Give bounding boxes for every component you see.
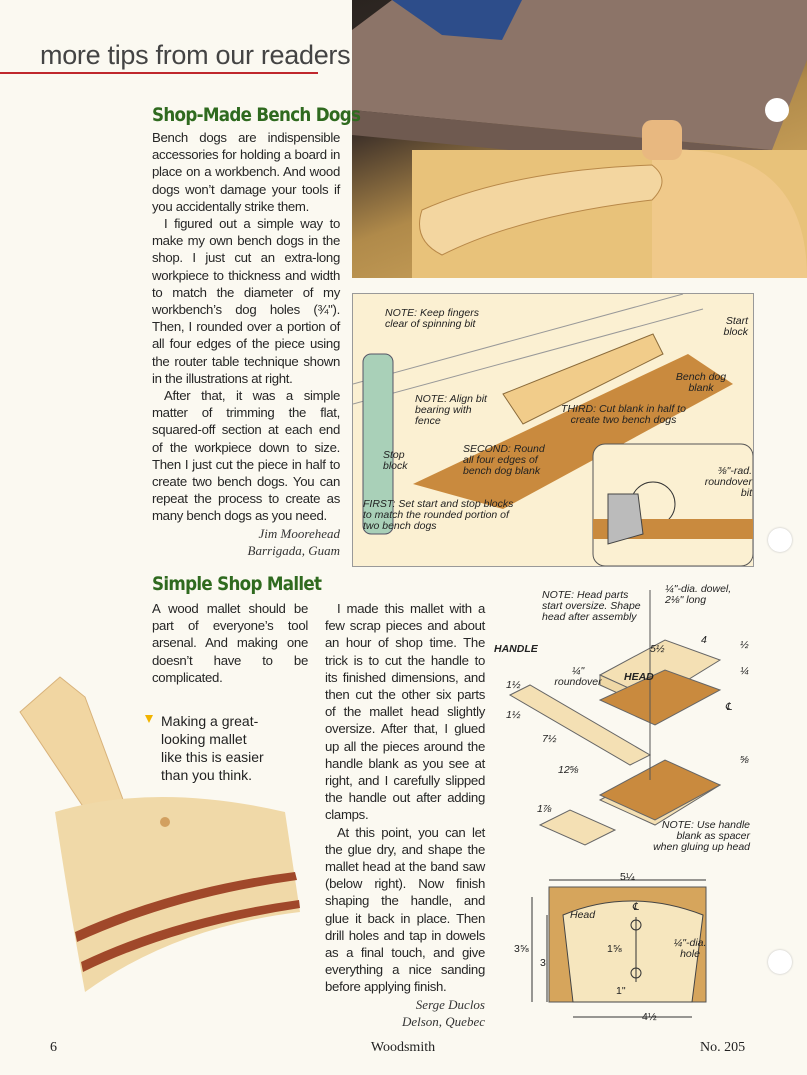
dim-label: ¼: [740, 665, 749, 677]
roundover-label: ¼" roundover: [554, 665, 602, 688]
paragraph: After that, it was a simple matter of tr…: [152, 388, 340, 524]
mallet-intro: A wood mallet should be part of everyone…: [152, 600, 308, 686]
height-label: 3: [540, 957, 546, 969]
hole-label: ¼"-dia. hole: [673, 937, 707, 960]
dim-label: ⅝: [740, 754, 749, 766]
punch-hole: [768, 528, 792, 552]
dowel-label: ¼"-dia. dowel, 2⅛" long: [665, 583, 732, 606]
dim-label: 1½: [506, 709, 521, 721]
centerline-label: ℄: [632, 901, 639, 913]
issue-number: No. 205: [700, 1040, 746, 1055]
third-step-label: THIRD: Cut blank in half to create two b…: [561, 403, 686, 426]
location: Delson, Quebec: [401, 1013, 485, 1029]
bench-dog-photo-art: [352, 0, 807, 278]
paragraph: I made this mallet with a few scrap piec…: [325, 601, 485, 823]
head-pattern-diagram: 5¼ Head ℄ 3⅝ 3 1⅝ ¼"-dia. hole 1" 4½: [510, 872, 740, 1032]
head-label: HEAD: [624, 671, 654, 683]
roundover-bit-label: ⅜"-rad. roundover bit: [704, 465, 752, 499]
dim-label: 7½: [542, 733, 557, 745]
page-number: 6: [50, 1040, 57, 1055]
paragraph: I figured out a simple way to make my ow…: [152, 216, 340, 386]
hole-spacing-label: 1⅝: [607, 943, 622, 955]
bench-dog-photo: [352, 0, 807, 278]
dim-label: 4: [701, 634, 707, 646]
location: Barrigada, Guam: [247, 542, 340, 558]
width-top-label: 5¼: [620, 871, 635, 883]
title-rule: [0, 72, 318, 74]
note-head-label: NOTE: Head parts start oversize. Shape h…: [542, 589, 641, 623]
start-block-label: Start block: [723, 315, 748, 338]
dim-label: 12⅝: [558, 764, 579, 776]
dim-label: 1⅞: [537, 803, 552, 815]
router-table-diagram: NOTE: Keep fingers clear of spinning bit…: [352, 293, 754, 567]
paragraph: A wood mallet should be part of everyone…: [152, 601, 308, 685]
handle-label: HANDLE: [494, 643, 538, 655]
triangle-pointer-icon: [145, 715, 153, 723]
mallet-photo-art: [19, 676, 300, 992]
dim-label: 5½: [650, 643, 665, 655]
dim-label: 1½: [506, 679, 521, 691]
second-step-label: SECOND: Round all four edges of bench do…: [463, 443, 545, 477]
caption-text: Making a great-looking mallet like this …: [161, 713, 264, 783]
router-table-art: [353, 294, 753, 566]
magazine-name: Woodsmith: [370, 1040, 436, 1055]
assembly-art: [508, 590, 722, 846]
note-spacer-label: NOTE: Use handle blank as spacer when gl…: [653, 819, 750, 853]
section-title: more tips from our readers: [40, 40, 351, 70]
total-height-label: 3⅝: [514, 943, 529, 955]
bench-dogs-heading: Shop-Made Bench Dogs: [152, 104, 361, 126]
mallet-signature: Serge Duclos Delson, Quebec: [325, 996, 485, 1030]
head-label: Head: [570, 909, 596, 921]
author: Jim Moorehead: [258, 525, 340, 541]
punch-hole: [768, 950, 792, 974]
note-align-label: NOTE: Align bit bearing with fence: [415, 393, 487, 427]
paragraph: At this point, you can let the glue dry,…: [325, 824, 485, 995]
bench-dogs-body: Bench dogs are indispensible accessories…: [152, 129, 340, 559]
bench-dog-blank-label: Bench dog blank: [675, 371, 727, 394]
bench-dogs-signature: Jim Moorehead Barrigada, Guam: [152, 525, 340, 559]
dim-label: ½: [740, 639, 749, 651]
mallet-photo: [15, 672, 310, 1002]
offset-label: 1": [616, 985, 626, 997]
first-step-label: FIRST: Set start and stop blocks to matc…: [363, 498, 514, 532]
author: Serge Duclos: [415, 996, 485, 1012]
mallet-caption: Making a great-looking mallet like this …: [145, 712, 270, 784]
paragraph: Bench dogs are indispensible accessories…: [152, 130, 340, 214]
note-fingers-label: NOTE: Keep fingers clear of spinning bit: [385, 307, 479, 330]
head-pattern-art: [531, 879, 707, 1018]
mallet-assembly-diagram: NOTE: Head parts start oversize. Shape h…: [490, 580, 802, 870]
mallet-body: I made this mallet with a few scrap piec…: [325, 600, 485, 1030]
mallet-heading: Simple Shop Mallet: [152, 573, 322, 595]
width-bottom-label: 4½: [642, 1011, 657, 1023]
stop-block-label: Stop block: [383, 449, 408, 472]
centerline-label: ℄: [725, 701, 732, 713]
